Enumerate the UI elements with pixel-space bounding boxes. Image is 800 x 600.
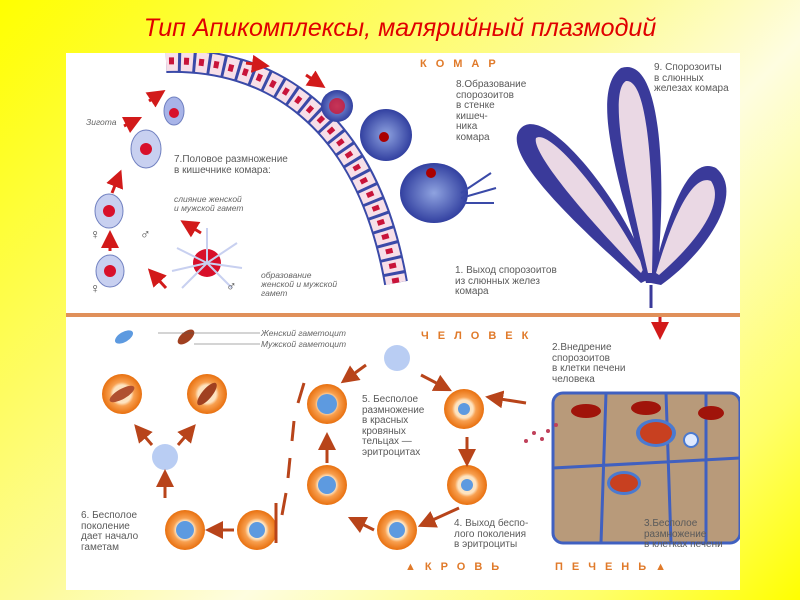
gamete-fusion-label: слияние женской и мужской гамет bbox=[174, 194, 244, 213]
stage-3-label: 3.Бесполое размножение в клетках печени bbox=[644, 518, 723, 550]
stage-6-label: 6. Бесполое поколение дает начало гамета… bbox=[81, 510, 139, 553]
section-label-blood: ▲КРОВЬ bbox=[405, 561, 509, 573]
diagram-panel: КОМАР ЧЕЛОВЕК ▲КРОВЬ ПЕЧЕНЬ▲ 1. Выход сп… bbox=[66, 53, 740, 590]
blood-cycle-arrows bbox=[134, 363, 527, 543]
male-symbol: ♂ bbox=[140, 226, 151, 242]
salivary-glands bbox=[516, 66, 727, 308]
female-gametocyte-label: Женский гаметоцит bbox=[261, 328, 346, 338]
stage-1-label: 1. Выход спорозоитов из слюнных желез ко… bbox=[455, 265, 557, 297]
zygote-label: Зигота bbox=[86, 117, 117, 127]
stage-2-label: 2.Внедрение спорозоитов в клетки печени … bbox=[552, 342, 626, 385]
merozoites-release bbox=[524, 423, 558, 443]
stage-5-label: 5. Бесполое размножение в красных кровян… bbox=[362, 394, 425, 458]
section-label-liver: ПЕЧЕНЬ▲ bbox=[555, 561, 676, 573]
mosquito-sexual-stage-cells bbox=[94, 96, 243, 289]
erythrocytes bbox=[102, 329, 487, 550]
stage-8-label: 8.Образование спорозоитов в стенке кишеч… bbox=[456, 79, 527, 143]
section-label-mosquito: КОМАР bbox=[420, 58, 505, 70]
slide-title: Тип Апикомплексы, малярийный плазмодий bbox=[143, 14, 657, 42]
male-gametocyte-label: Мужской гаметоцит bbox=[261, 339, 347, 349]
life-cycle-diagram bbox=[66, 53, 740, 550]
stage-9-label: 9. Спорозоиты в слюнных железах комара bbox=[654, 62, 729, 94]
female-symbol-2: ♀ bbox=[90, 280, 101, 296]
section-label-human: ЧЕЛОВЕК bbox=[421, 330, 538, 342]
oocysts bbox=[321, 90, 497, 223]
male-symbol-2: ♂ bbox=[226, 278, 237, 294]
female-symbol: ♀ bbox=[90, 226, 101, 242]
gamete-formation-label: образование женской и мужской гамет bbox=[261, 270, 338, 298]
mosquito-gut-wall bbox=[165, 53, 408, 286]
stage-7-label: 7.Половое размножение в кишечнике комара… bbox=[174, 154, 288, 176]
stage-4-label: 4. Выход беспо- лого поколения в эритроц… bbox=[454, 518, 529, 550]
liver-tissue bbox=[551, 391, 740, 545]
